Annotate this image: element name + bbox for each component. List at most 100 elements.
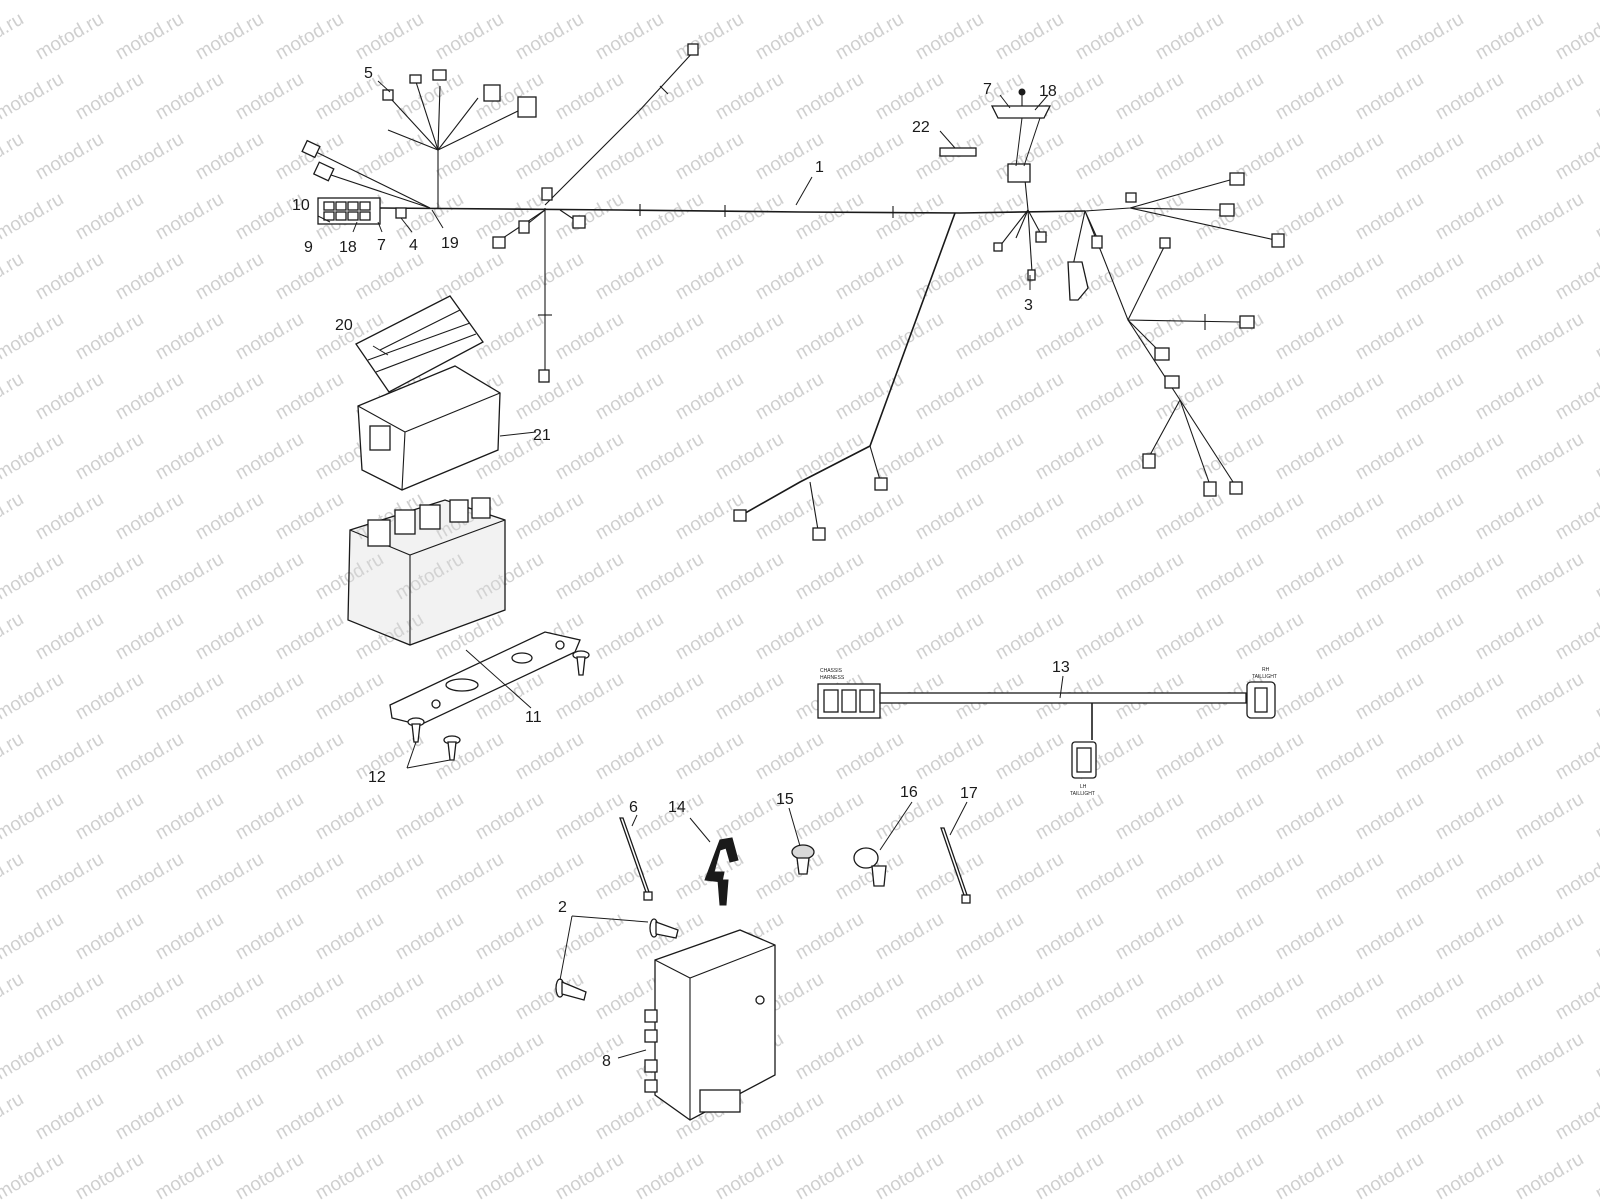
callout-19: 19 bbox=[441, 235, 459, 252]
watermark-text: motod.ru bbox=[72, 69, 147, 125]
watermark-text: motod.ru bbox=[112, 9, 187, 65]
watermark-text: motod.ru bbox=[312, 69, 387, 125]
watermark-text: motod.ru bbox=[1312, 489, 1387, 545]
watermark-text: motod.ru bbox=[192, 249, 267, 305]
watermark-text: motod.ru bbox=[1272, 69, 1347, 125]
watermark-text: motod.ru bbox=[1112, 69, 1187, 125]
watermark-text: motod.ru bbox=[792, 189, 867, 245]
watermark-text: motod.ru bbox=[832, 609, 907, 665]
watermark-text: motod.ru bbox=[1352, 549, 1427, 605]
watermark-text: motod.ru bbox=[352, 129, 427, 185]
watermark-text: motod.ru bbox=[952, 309, 1027, 365]
callout-9: 9 bbox=[304, 239, 313, 256]
watermark-text: motod.ru bbox=[952, 1029, 1027, 1085]
watermark-text: motod.ru bbox=[1032, 789, 1107, 845]
watermark-text: motod.ru bbox=[552, 0, 627, 4]
watermark-text: motod.ru bbox=[352, 849, 427, 905]
watermark-text: motod.ru bbox=[1072, 369, 1147, 425]
callout-13: 13 bbox=[1052, 659, 1070, 676]
watermark-text: motod.ru bbox=[592, 249, 667, 305]
callout-14: 14 bbox=[668, 799, 686, 816]
watermark-text: motod.ru bbox=[1512, 789, 1587, 845]
watermark-text: motod.ru bbox=[1592, 0, 1600, 4]
watermark-text: motod.ru bbox=[312, 1149, 387, 1200]
cable-tie-6 bbox=[619, 817, 653, 901]
callout-18-top: 18 bbox=[1039, 83, 1057, 100]
watermark-text: motod.ru bbox=[1432, 1149, 1507, 1200]
watermark-text: motod.ru bbox=[272, 969, 347, 1025]
watermark-text: motod.ru bbox=[392, 1029, 467, 1085]
watermark-text: motod.ru bbox=[512, 129, 587, 185]
watermark-text: motod.ru bbox=[72, 1149, 147, 1200]
watermark-text: motod.ru bbox=[1592, 549, 1600, 605]
leader-lines bbox=[317, 80, 1064, 1059]
watermark-text: motod.ru bbox=[112, 489, 187, 545]
watermark-text: motod.ru bbox=[432, 729, 507, 785]
watermark-text: motod.ru bbox=[272, 9, 347, 65]
watermark-text: motod.ru bbox=[1272, 1029, 1347, 1085]
watermark-text: motod.ru bbox=[752, 1089, 827, 1145]
watermark-text: motod.ru bbox=[1192, 1149, 1267, 1200]
watermark-text: motod.ru bbox=[712, 309, 787, 365]
callout-7-left: 7 bbox=[377, 237, 386, 254]
watermark-text: motod.ru bbox=[1592, 309, 1600, 365]
watermark-text: motod.ru bbox=[1392, 609, 1467, 665]
watermark-text: motod.ru bbox=[1232, 489, 1307, 545]
watermark-text: motod.ru bbox=[592, 1089, 667, 1145]
watermark-text: motod.ru bbox=[712, 189, 787, 245]
watermark-text: motod.ru bbox=[1072, 1089, 1147, 1145]
watermark-text: motod.ru bbox=[872, 189, 947, 245]
callout-16: 16 bbox=[900, 784, 918, 801]
watermark-text: motod.ru bbox=[632, 669, 707, 725]
watermark-text: motod.ru bbox=[0, 9, 27, 65]
watermark-text: motod.ru bbox=[912, 1089, 987, 1145]
watermark-text: motod.ru bbox=[112, 729, 187, 785]
watermark-text: motod.ru bbox=[232, 0, 307, 4]
watermark-text: motod.ru bbox=[1192, 1029, 1267, 1085]
watermark-text: motod.ru bbox=[152, 669, 227, 725]
watermark-text: motod.ru bbox=[872, 1149, 947, 1200]
watermark-text: motod.ru bbox=[832, 249, 907, 305]
watermark-text: motod.ru bbox=[792, 0, 867, 4]
clip-15 bbox=[791, 844, 815, 875]
watermark-text: motod.ru bbox=[952, 189, 1027, 245]
callout-17: 17 bbox=[960, 785, 978, 802]
watermark-text: motod.ru bbox=[0, 69, 67, 125]
watermark-text: motod.ru bbox=[32, 969, 107, 1025]
screws-2 bbox=[555, 918, 679, 1001]
watermark-text: motod.ru bbox=[552, 189, 627, 245]
watermark-text: motod.ru bbox=[192, 609, 267, 665]
watermark-text: motod.ru bbox=[1312, 9, 1387, 65]
watermark-text: motod.ru bbox=[1592, 69, 1600, 125]
watermark-text: motod.ru bbox=[1072, 129, 1147, 185]
watermark-text: motod.ru bbox=[632, 189, 707, 245]
watermark-text: motod.ru bbox=[1112, 909, 1187, 965]
watermark-text: motod.ru bbox=[312, 909, 387, 965]
relay-strip bbox=[317, 197, 407, 225]
watermark-text: motod.ru bbox=[432, 9, 507, 65]
watermark-text: motod.ru bbox=[152, 549, 227, 605]
watermark-text: motod.ru bbox=[712, 549, 787, 605]
watermark-text: motod.ru bbox=[1392, 969, 1467, 1025]
watermark-text: motod.ru bbox=[1432, 309, 1507, 365]
watermark-text: motod.ru bbox=[632, 1149, 707, 1200]
watermark-text: motod.ru bbox=[112, 369, 187, 425]
chassis-harness-label-2: HARNESS bbox=[820, 675, 845, 681]
watermark-text: motod.ru bbox=[0, 729, 27, 785]
watermark-text: motod.ru bbox=[1352, 909, 1427, 965]
watermark-text: motod.ru bbox=[792, 69, 867, 125]
watermark-text: motod.ru bbox=[1352, 189, 1427, 245]
watermark-text: motod.ru bbox=[832, 489, 907, 545]
watermark-text: motod.ru bbox=[72, 789, 147, 845]
watermark-text: motod.ru bbox=[1592, 1029, 1600, 1085]
watermark-text: motod.ru bbox=[552, 69, 627, 125]
watermark-text: motod.ru bbox=[1192, 909, 1267, 965]
watermark-text: motod.ru bbox=[152, 909, 227, 965]
watermark-text: motod.ru bbox=[1552, 9, 1600, 65]
watermark-text: motod.ru bbox=[272, 609, 347, 665]
watermark-text: motod.ru bbox=[432, 129, 507, 185]
main-wiring-harness bbox=[311, 49, 1276, 531]
watermark-text: motod.ru bbox=[1072, 9, 1147, 65]
watermark-text: motod.ru bbox=[1592, 909, 1600, 965]
clamp-16 bbox=[853, 847, 887, 887]
